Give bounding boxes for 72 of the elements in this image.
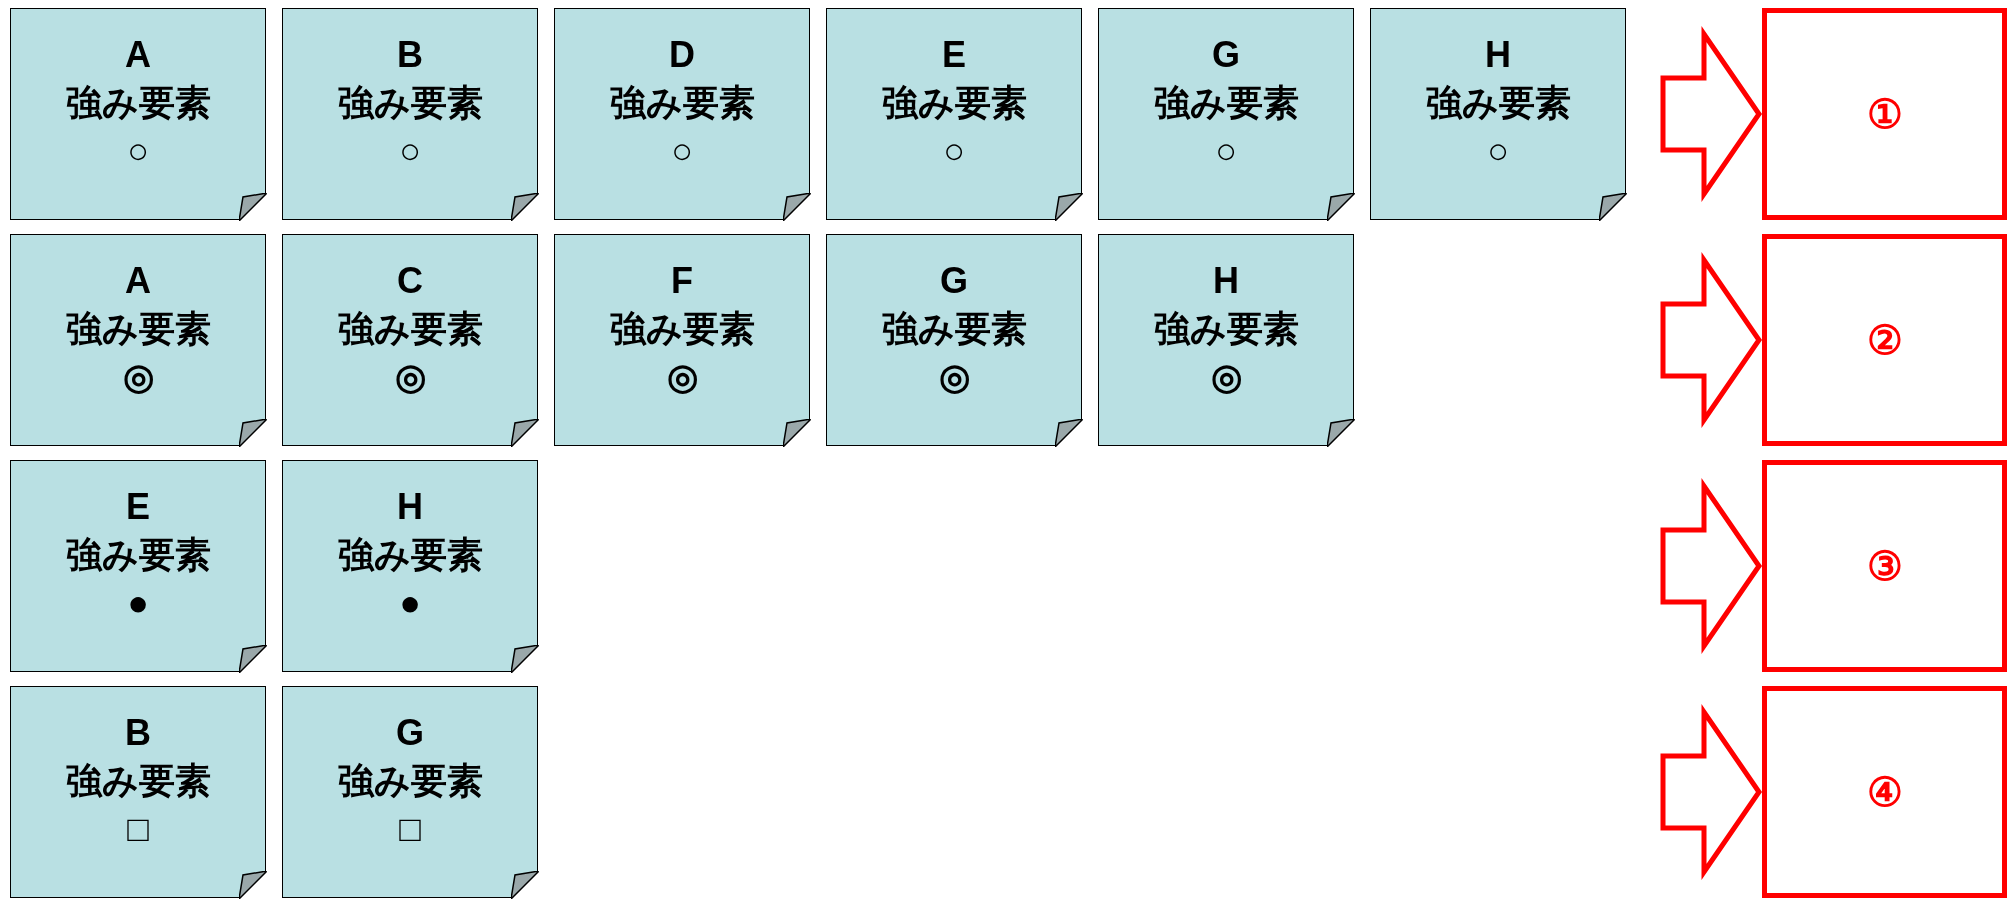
rating-symbol: ◎ [938, 355, 970, 399]
circled-number: ① [1866, 91, 1903, 137]
note-label: 強み要素 [609, 81, 755, 125]
sticky-note [10, 8, 266, 220]
sticky-note [282, 460, 538, 672]
note-letter: E [126, 485, 150, 529]
sticky-note [1370, 8, 1626, 220]
note-label: 強み要素 [881, 81, 1027, 125]
note-letter: D [669, 33, 695, 77]
note-letter: H [397, 485, 423, 529]
sticky-note [282, 234, 538, 446]
note-letter: G [940, 259, 968, 303]
note-label: 強み要素 [609, 307, 755, 351]
rating-symbol: ○ [943, 129, 965, 173]
note-label: 強み要素 [337, 533, 483, 577]
note-label: 強み要素 [65, 533, 211, 577]
note-letter: G [396, 711, 424, 755]
result-box [1762, 234, 2007, 446]
note-letter: E [942, 33, 966, 77]
sticky-note [282, 686, 538, 898]
sticky-note [554, 8, 810, 220]
block-arrow [1660, 703, 1763, 881]
rating-symbol: ○ [1215, 129, 1237, 173]
result-box [1762, 8, 2007, 220]
rating-symbol: ○ [127, 129, 149, 173]
note-label: 強み要素 [65, 307, 211, 351]
rating-symbol: ◎ [122, 355, 154, 399]
rating-symbol: ◎ [666, 355, 698, 399]
note-label: 強み要素 [1153, 81, 1299, 125]
note-label: 強み要素 [337, 81, 483, 125]
circled-number: ③ [1866, 543, 1903, 589]
note-label: 強み要素 [337, 307, 483, 351]
note-label: 強み要素 [337, 759, 483, 803]
block-arrow [1660, 477, 1763, 655]
sticky-note [10, 460, 266, 672]
note-letter: H [1485, 33, 1511, 77]
sticky-note [282, 8, 538, 220]
circled-number: ④ [1866, 769, 1903, 815]
sticky-note [1098, 234, 1354, 446]
note-label: 強み要素 [1425, 81, 1571, 125]
note-letter: A [125, 33, 151, 77]
note-label: 強み要素 [65, 81, 211, 125]
rating-symbol: ◎ [1210, 355, 1242, 399]
rating-symbol: □ [127, 807, 149, 851]
note-letter: H [1213, 259, 1239, 303]
rating-symbol: ● [127, 581, 149, 625]
sticky-note [10, 234, 266, 446]
circled-number: ② [1866, 317, 1903, 363]
note-letter: B [397, 33, 423, 77]
result-box [1762, 686, 2007, 898]
rating-symbol: ● [399, 581, 421, 625]
sticky-note [826, 234, 1082, 446]
block-arrow [1660, 251, 1763, 429]
rating-symbol: ○ [399, 129, 421, 173]
note-letter: A [125, 259, 151, 303]
sticky-note [554, 234, 810, 446]
note-letter: F [671, 259, 693, 303]
note-letter: G [1212, 33, 1240, 77]
result-box [1762, 460, 2007, 672]
rating-symbol: ○ [671, 129, 693, 173]
note-label: 強み要素 [881, 307, 1027, 351]
note-letter: C [397, 259, 423, 303]
sticky-note [826, 8, 1082, 220]
sticky-note [1098, 8, 1354, 220]
block-arrow [1660, 25, 1763, 203]
note-label: 強み要素 [1153, 307, 1299, 351]
rating-symbol: ◎ [394, 355, 426, 399]
sticky-note [10, 686, 266, 898]
note-label: 強み要素 [65, 759, 211, 803]
note-letter: B [125, 711, 151, 755]
rating-symbol: □ [399, 807, 421, 851]
rating-symbol: ○ [1487, 129, 1509, 173]
